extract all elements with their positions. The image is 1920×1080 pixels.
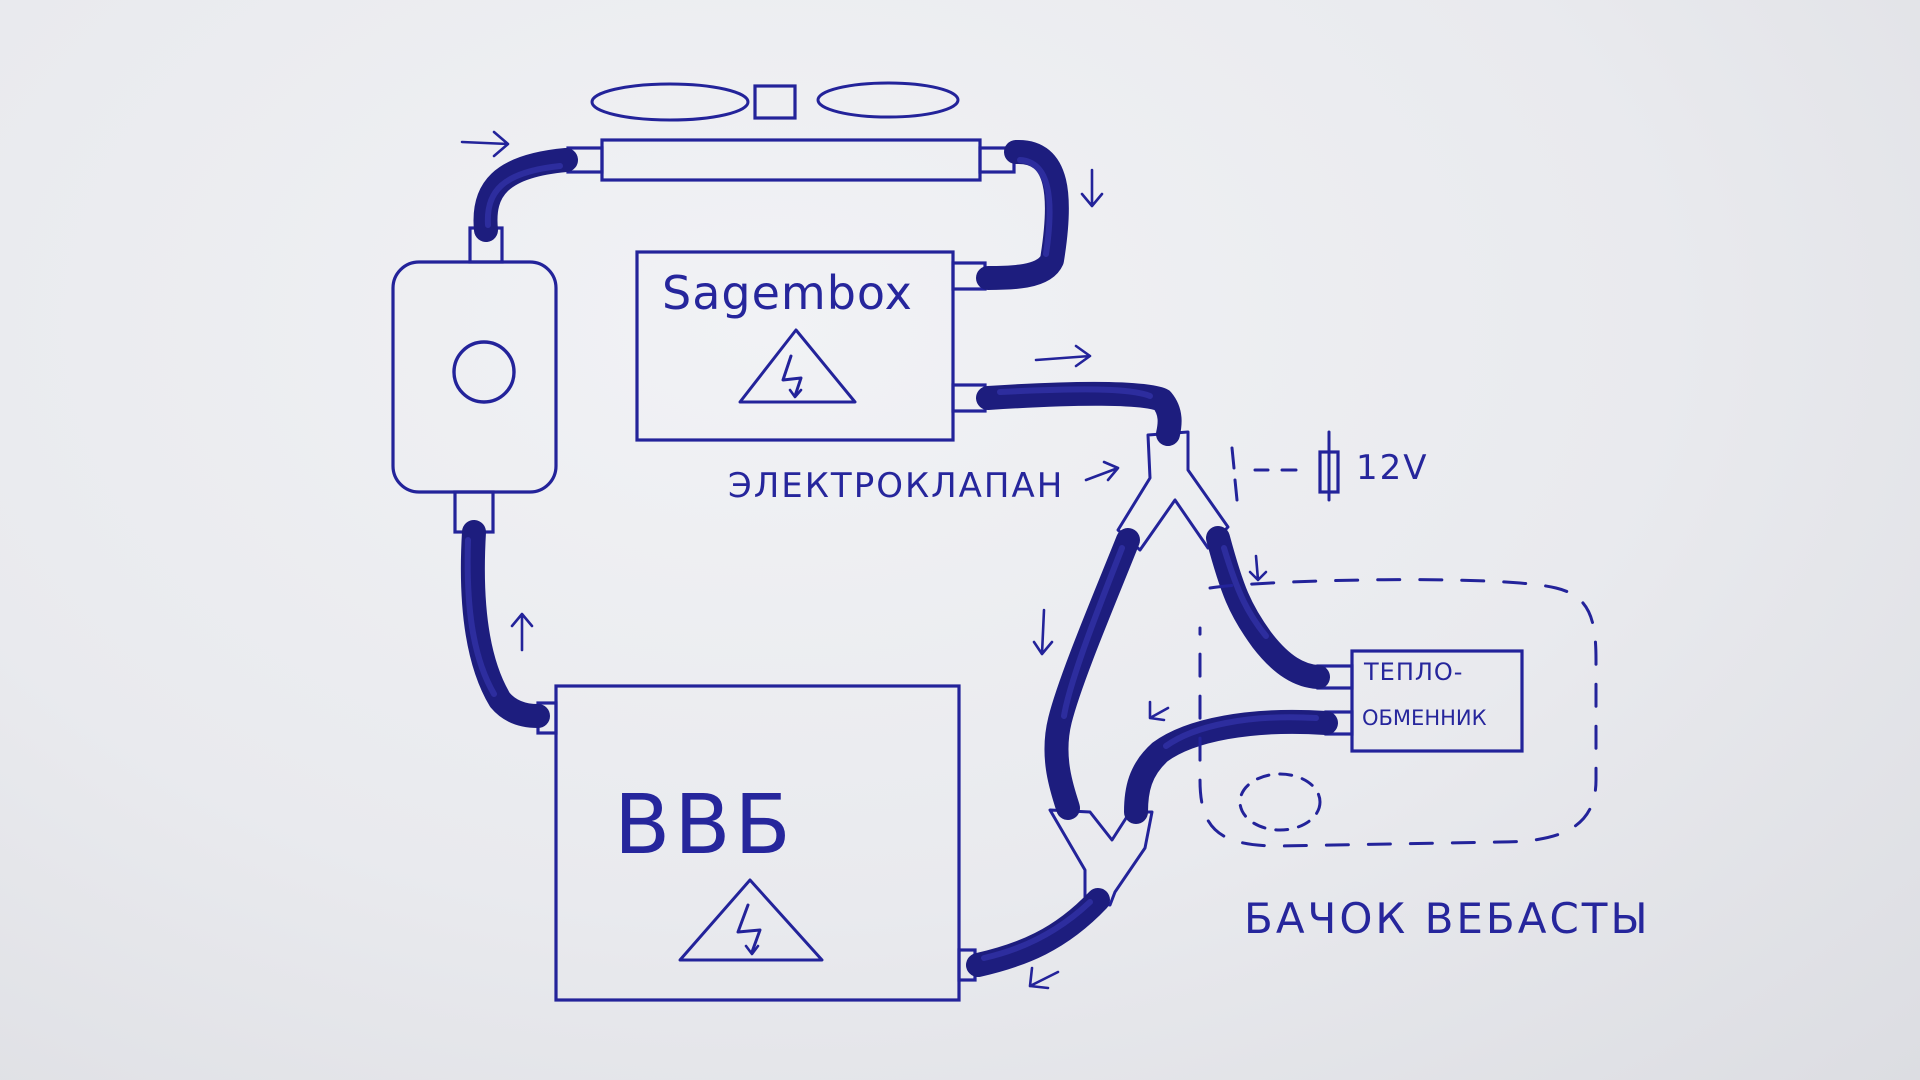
y-joint-lower xyxy=(1048,808,1154,907)
arrow-left-icon xyxy=(1028,966,1060,990)
arrow-up-icon xyxy=(510,612,534,652)
pump xyxy=(391,226,558,534)
webasto-tank-label: БАЧОК ВЕБАСТЫ xyxy=(1244,894,1651,943)
electro-valve-label: ЭЛЕКТРОКЛАПАН xyxy=(728,466,1065,506)
fan-icon xyxy=(590,81,960,122)
flow-arrows xyxy=(460,130,1268,990)
hoses xyxy=(460,140,1338,977)
sagembox-label: Sagembox xyxy=(662,266,913,320)
arrow-left-icon xyxy=(1148,700,1170,722)
battery-unit xyxy=(536,684,977,1002)
battery-label: ВВБ xyxy=(614,778,795,873)
radiator xyxy=(566,138,1016,182)
arrow-right-icon xyxy=(460,130,510,158)
arrow-right-icon xyxy=(1034,344,1092,368)
webasto-tank-outline xyxy=(1198,578,1598,848)
heat-exchanger-label-line2: ОБМЕННИК xyxy=(1362,706,1487,730)
electro-valve xyxy=(1116,430,1298,552)
high-voltage-warning-icon xyxy=(738,328,857,404)
arrow-down-icon xyxy=(1080,168,1104,208)
arrow-down-icon xyxy=(1032,608,1054,656)
high-voltage-warning-icon xyxy=(678,878,824,962)
power-12v-icon xyxy=(1318,430,1340,502)
voltage-label: 12V xyxy=(1356,448,1429,488)
arrow-down-icon xyxy=(1248,554,1268,582)
arrow-right-icon xyxy=(1084,460,1120,482)
heat-exchanger-label-line1: ТЕПЛО- xyxy=(1364,658,1464,686)
